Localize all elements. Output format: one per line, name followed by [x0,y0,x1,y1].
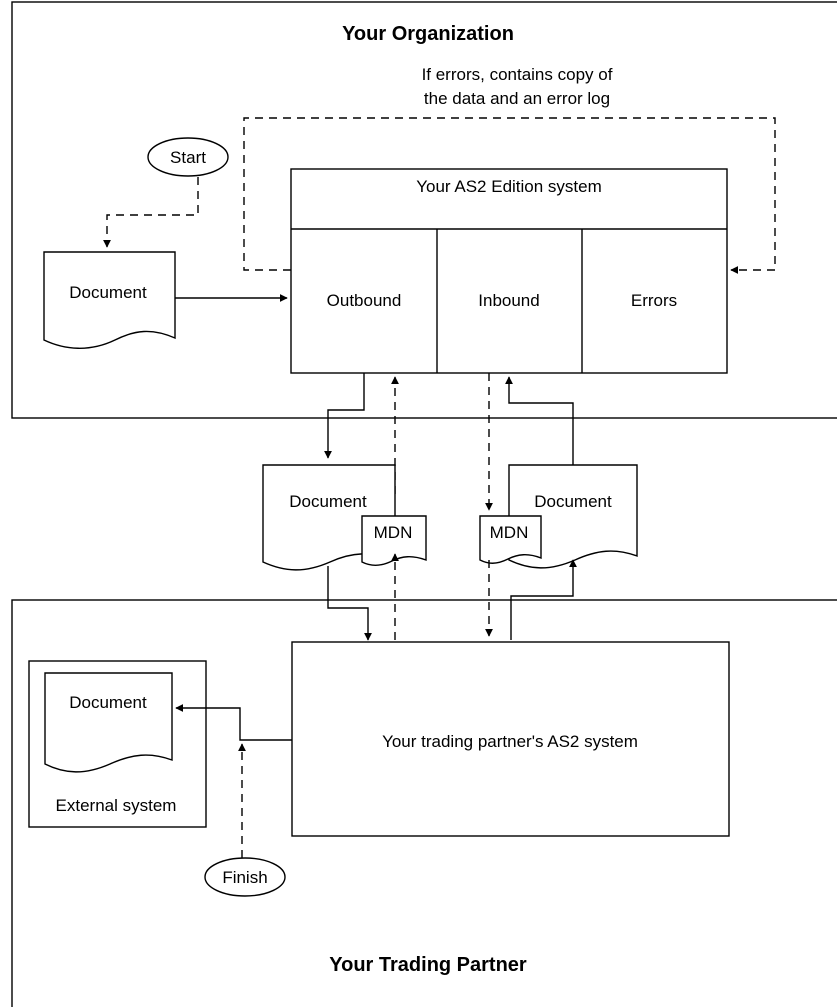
partner-to-inbound-doc-arrow [510,559,577,640]
organization-title: Your Organization [342,23,514,45]
source-document-shape [43,251,176,349]
external-system-label: External system [56,796,177,815]
error-loop-arrow [243,117,776,274]
start-terminal [147,137,229,177]
outbound-mdn-label: MDN [374,523,413,542]
finish-label: Finish [222,868,267,887]
external-document-shape [44,672,173,773]
finish-terminal [204,857,286,897]
outbound-document-label: Document [289,492,367,511]
external-document-label: Document [69,693,147,712]
partner-to-external-arrow [175,704,292,741]
partner-as2-system-label: Your trading partner's AS2 system [382,732,638,751]
start-label: Start [170,148,206,167]
outbound-down-arrow [324,373,365,459]
inbound-document-label: Document [534,492,612,511]
inbound-doc-up-arrow [505,376,574,465]
as2-edition-system [290,168,728,374]
inbound-mdn-label: MDN [490,523,529,542]
partner-as2-system [291,641,730,837]
inbound-column-label: Inbound [478,291,539,310]
trading-partner-title: Your Trading Partner [329,954,527,976]
trading-partner-region [11,599,837,1007]
source-document-label: Document [69,283,147,302]
as2-edition-system-title: Your AS2 Edition system [416,177,602,196]
inbound-mdn-shape [479,515,542,564]
error-note-line1: If errors, contains copy of [422,65,613,84]
errors-column-label: Errors [631,291,677,310]
start-to-document-arrow [103,177,199,248]
outbound-doc-to-partner-arrow [327,566,372,641]
outbound-column-label: Outbound [327,291,402,310]
organization-region [11,1,837,419]
error-note-line2: the data and an error log [424,89,610,108]
